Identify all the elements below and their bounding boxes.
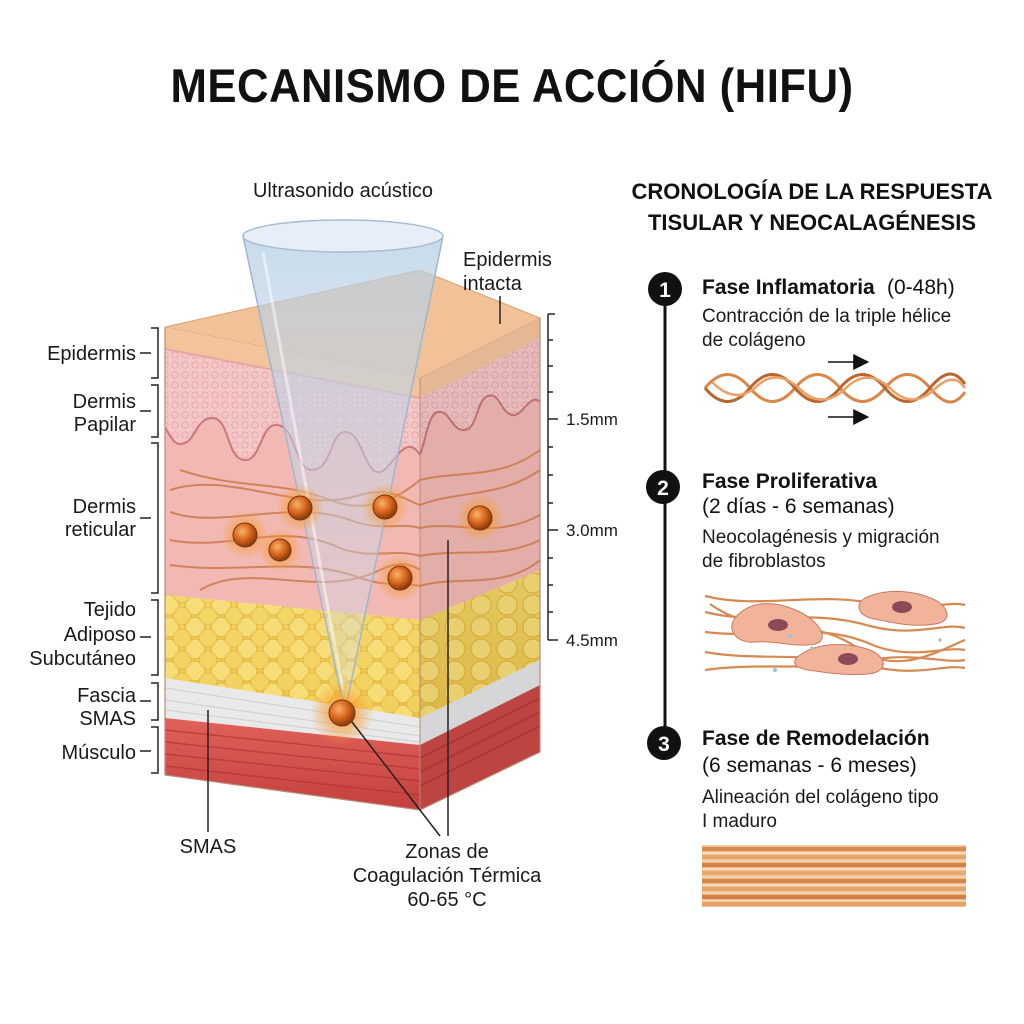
ultrasound-label: Ultrasonido acústico [253, 180, 433, 202]
layer-label-epidermis: Epidermis [47, 343, 136, 365]
epidermis-intact-label: Epidermis [463, 249, 552, 271]
page-title: MECANISMO DE ACCIÓN (HIFU) [170, 59, 854, 112]
coag-label-3: 60-65 °C [407, 889, 486, 911]
fibroblast-cell [731, 603, 823, 646]
phase-2-number-badge [646, 470, 680, 504]
phase-1-title: Fase Inflamatoria [702, 276, 875, 299]
thermal-point [232, 522, 258, 548]
depth-label-1: 1.5mm [566, 410, 618, 429]
thermal-point [372, 494, 398, 520]
phase-2-title: Fase Proliferativa [702, 470, 877, 493]
phase-3-title: Fase de Remodelación [702, 727, 930, 750]
thermal-point [467, 505, 493, 531]
aligned-collagen-illustration [702, 845, 966, 907]
ultrasound-cone [242, 219, 444, 713]
phase-1-desc-2: de colágeno [702, 330, 806, 351]
depth-label-3: 4.5mm [566, 631, 618, 650]
phase-3-number-badge [647, 726, 681, 760]
layer-label-adiposo-3: Subcutáneo [29, 648, 136, 670]
depth-ruler [547, 313, 558, 641]
fibroblast-cell [858, 590, 948, 626]
layer-label-fascia-2: SMAS [79, 708, 136, 730]
thermal-point-focus [328, 699, 356, 727]
thermal-point [387, 565, 413, 591]
side-face [419, 318, 541, 810]
phase-3: 3 Fase de Remodelación (6 semanas - 6 me… [647, 726, 966, 907]
fibroblast-cell [794, 644, 884, 675]
svg-text:2: 2 [657, 477, 669, 500]
left-brackets [140, 327, 159, 774]
phase-1-number-badge [648, 272, 682, 306]
coag-label-1: Zonas de [405, 841, 488, 863]
layer-label-adiposo: Tejido [84, 599, 136, 621]
depth-label-2: 3.0mm [566, 521, 618, 540]
phase-2-desc-2: de fibroblastos [702, 551, 826, 572]
phase-1-desc: Contracción de la triple hélice [702, 306, 951, 327]
phase-2: 2 Fase Proliferativa (2 días - 6 semanas… [646, 470, 966, 675]
phase-2-desc: Neocolagénesis y migración [702, 527, 940, 548]
layer-label-dermis-papilar: Dermis [73, 391, 136, 413]
timeline-heading: CRONOLOGÍA DE LA RESPUESTA [632, 179, 993, 204]
thermal-point [268, 538, 292, 562]
triple-helix-illustration [703, 372, 967, 404]
layer-label-dermis-reticular-2: reticular [65, 519, 136, 541]
phase-3-desc-2: I maduro [702, 811, 777, 832]
layer-label-adiposo-2: Adiposo [64, 624, 136, 646]
epidermis-intact-label-2: intacta [463, 273, 523, 295]
coag-label-2: Coagulación Térmica [353, 865, 542, 887]
phase-1: 1 Fase Inflamatoria (0-48h) Contracción … [648, 272, 967, 425]
phase-1-time: (0-48h) [887, 276, 955, 299]
thermal-point [287, 495, 313, 521]
phase-3-desc: Alineación del colágeno tipo [702, 787, 939, 808]
phase-3-time: (6 semanas - 6 meses) [702, 754, 917, 777]
layer-label-fascia: Fascia [77, 685, 137, 707]
timeline-heading-2: TISULAR Y NEOCALAGÉNESIS [648, 210, 976, 235]
svg-text:3: 3 [658, 733, 670, 756]
smas-label: SMAS [180, 836, 237, 858]
fibroblast-illustration [704, 590, 966, 675]
svg-text:1: 1 [659, 279, 671, 302]
layer-label-dermis-reticular: Dermis [73, 496, 136, 518]
phase-2-time: (2 días - 6 semanas) [702, 495, 895, 518]
layer-label-dermis-papilar-2: Papilar [74, 414, 137, 436]
layer-label-musculo: Músculo [62, 742, 136, 764]
